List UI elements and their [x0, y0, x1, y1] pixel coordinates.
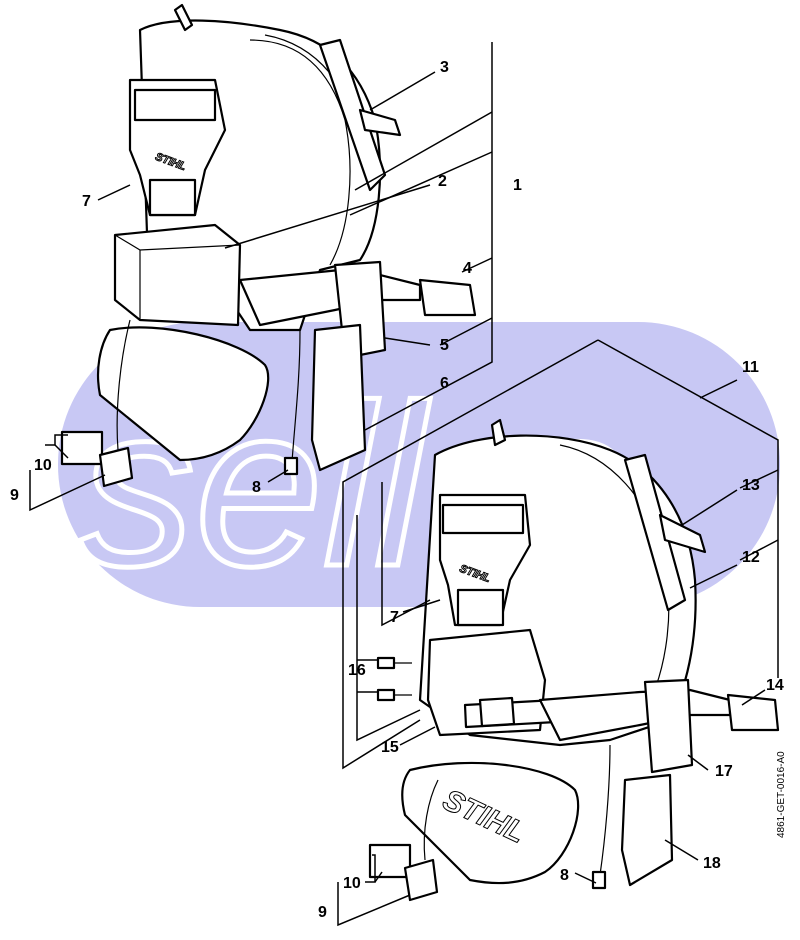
lower-wall-mount: [368, 843, 412, 879]
upper-hip-pad: [96, 326, 270, 462]
upper-charger: [98, 446, 134, 488]
lower-holder-buckle: [478, 696, 516, 728]
callout-8-upper: 8: [252, 479, 261, 496]
callout-14: 14: [766, 677, 784, 694]
upper-shoulder-strap: [318, 38, 387, 192]
callout-13: 13: [742, 477, 760, 494]
upper-handle: [173, 3, 194, 32]
callout-17: 17: [715, 763, 733, 780]
callout-4: 4: [463, 260, 472, 277]
callout-7-upper: 7: [82, 193, 91, 210]
callout-6: 6: [440, 375, 449, 392]
screw-head-1: [376, 656, 396, 670]
upper-hip-belt: [238, 268, 422, 327]
callout-9-upper: 9: [10, 487, 19, 504]
callout-11: 11: [742, 359, 759, 376]
callout-12: 12: [742, 549, 760, 566]
callout-8-lower: 8: [560, 867, 569, 884]
callout-15: 15: [381, 739, 399, 756]
upper-wall-mount: [60, 430, 104, 466]
document-id: 4861-GET-0016-A0: [776, 751, 787, 838]
callout-16: 16: [348, 662, 366, 679]
upper-cable: [291, 329, 301, 463]
upper-battery: [113, 223, 242, 327]
upper-leader-lines: [29, 42, 493, 512]
lower-pouch: [643, 678, 694, 774]
screw-set: [376, 656, 412, 702]
callout-10-lower: 10: [343, 875, 361, 892]
callout-1: 1: [513, 177, 522, 194]
callout-18: 18: [703, 855, 721, 872]
screw-head-2: [376, 688, 396, 702]
lower-cable: [599, 744, 611, 876]
bracket-11-left: [342, 339, 599, 770]
lower-leader-lines: [337, 339, 779, 927]
callout-3: 3: [440, 59, 449, 76]
upper-cable-plug: [283, 456, 299, 476]
lower-handle: [490, 418, 507, 447]
callout-10-upper: 10: [34, 457, 52, 474]
callout-7-lower: 7: [390, 609, 399, 626]
bracket-1: [364, 42, 493, 431]
callout-5: 5: [440, 337, 449, 354]
bracket-11: [597, 339, 779, 678]
upper-strap-buckle: [358, 108, 402, 137]
lower-hip-pad: [401, 761, 580, 885]
lower-holster: [620, 773, 674, 887]
lower-charger: [403, 858, 439, 902]
lower-shoulder-strap: [623, 453, 687, 612]
lower-strap-buckle: [658, 513, 707, 554]
upper-control-top: [133, 88, 217, 122]
callout-2: 2: [438, 173, 447, 190]
lower-cable-plug: [591, 870, 607, 890]
upper-callouts: 3 2 1 7 4 5 6 10 9 8: [10, 59, 522, 504]
upper-holster: [310, 323, 367, 472]
lower-connector-box: [456, 588, 505, 627]
upper-belt-buckle: [418, 278, 477, 317]
lower-control-top: [441, 503, 525, 535]
lower-callouts: 11 13 12 7 16 14 15 17 18 10 9 8: [318, 359, 784, 921]
callout-9-lower: 9: [318, 904, 327, 921]
lower-belt-buckle: [726, 693, 780, 732]
upper-connector-box: [148, 178, 197, 217]
upper-backpack-drawing: STIHL: [60, 3, 477, 488]
lower-backpack-drawing: STIHL STIHL: [368, 418, 780, 902]
